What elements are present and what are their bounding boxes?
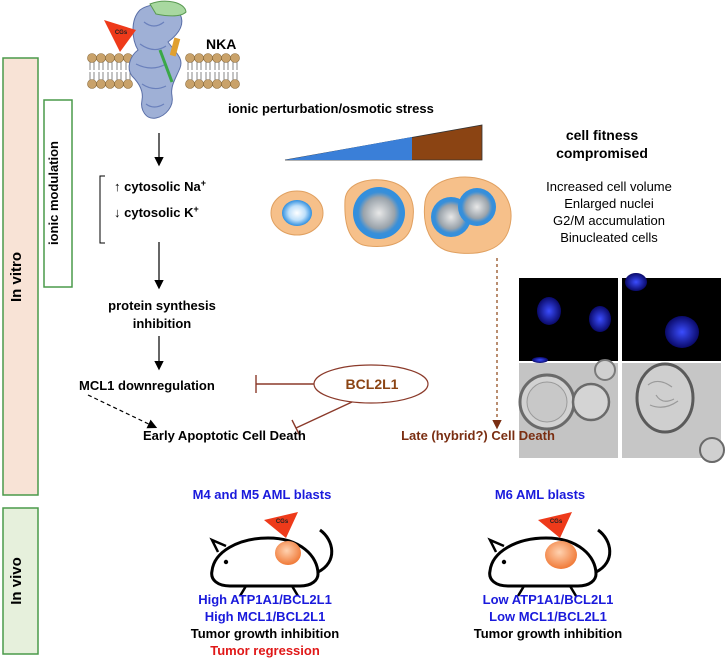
left-outcome-line1: High ATP1A1/BCL2L1 (198, 592, 332, 607)
right-outcome-line1: Low ATP1A1/BCL2L1 (483, 592, 614, 607)
micrograph-dapi-right (519, 278, 618, 363)
micrograph-bf-right (622, 362, 725, 463)
bcl2l1-node: BCL2L1 (313, 364, 429, 404)
cell-normal (270, 190, 324, 236)
in-vivo-panel: In vivo (2, 507, 39, 655)
micrograph-dapi-left (622, 273, 721, 361)
membrane-drug-label: CGs (115, 30, 128, 36)
cell-enlarged (344, 179, 414, 247)
in-vitro-panel: In vitro (2, 57, 39, 496)
left-outcome-line4: Tumor regression (210, 643, 320, 658)
bcl2l1-label: BCL2L1 (346, 376, 399, 392)
right-outcome-line3: Tumor growth inhibition (474, 626, 623, 641)
in-vivo-label: In vivo (8, 557, 25, 605)
late-hybrid-death: Late (hybrid?) Cell Death (401, 428, 555, 443)
fitness-feature: G2/M accumulation (553, 213, 665, 228)
left-drug-label: CGs (276, 519, 289, 525)
mcl1-downregulation: MCL1 downregulation (79, 378, 215, 393)
mouse-left: CGs (209, 512, 334, 597)
membrane-bilayer (87, 53, 240, 89)
fitness-feature: Increased cell volume (546, 179, 672, 194)
pathway-arrows (87, 133, 164, 429)
protein-synthesis-line2: inhibition (133, 316, 192, 331)
protein-synthesis-line1: protein synthesis (108, 298, 216, 313)
left-outcome-line2: High MCL1/BCL2L1 (205, 609, 326, 624)
right-blasts-label: M6 AML blasts (495, 487, 585, 502)
early-apoptotic-death: Early Apoptotic Cell Death (143, 428, 306, 443)
nka-label: NKA (206, 36, 236, 52)
inhibition-lines (255, 375, 353, 437)
ionic-modulation-label: ionic modulation (46, 141, 61, 245)
ionic-modulation-box: ionic modulation (43, 99, 73, 288)
fitness-feature: Enlarged nuclei (564, 196, 654, 211)
right-drug-label: CGs (550, 519, 563, 525)
right-outcome-line2: Low MCL1/BCL2L1 (489, 609, 607, 624)
cytosolic-k: ↓ cytosolic K+ (114, 204, 199, 220)
mouse-right: CGs (487, 512, 612, 597)
stress-wedge (284, 124, 483, 161)
cytosolic-na: ↑ cytosolic Na+ (114, 178, 206, 194)
stress-title: ionic perturbation/osmotic stress (228, 101, 434, 116)
fitness-title-line2: compromised (556, 145, 648, 161)
fitness-feature: Binucleated cells (560, 230, 658, 245)
left-blasts-label: M4 and M5 AML blasts (193, 487, 332, 502)
nka-protein-structure (128, 0, 187, 119)
ion-bracket (99, 175, 105, 244)
fitness-title-line1: cell fitness (566, 127, 639, 143)
in-vitro-label: In vitro (8, 252, 25, 302)
left-outcome-line3: Tumor growth inhibition (191, 626, 340, 641)
cell-binucleated (423, 176, 512, 254)
micrograph-bf-left (518, 359, 618, 458)
drug-badge-cgs-membrane: CGs (104, 20, 136, 52)
